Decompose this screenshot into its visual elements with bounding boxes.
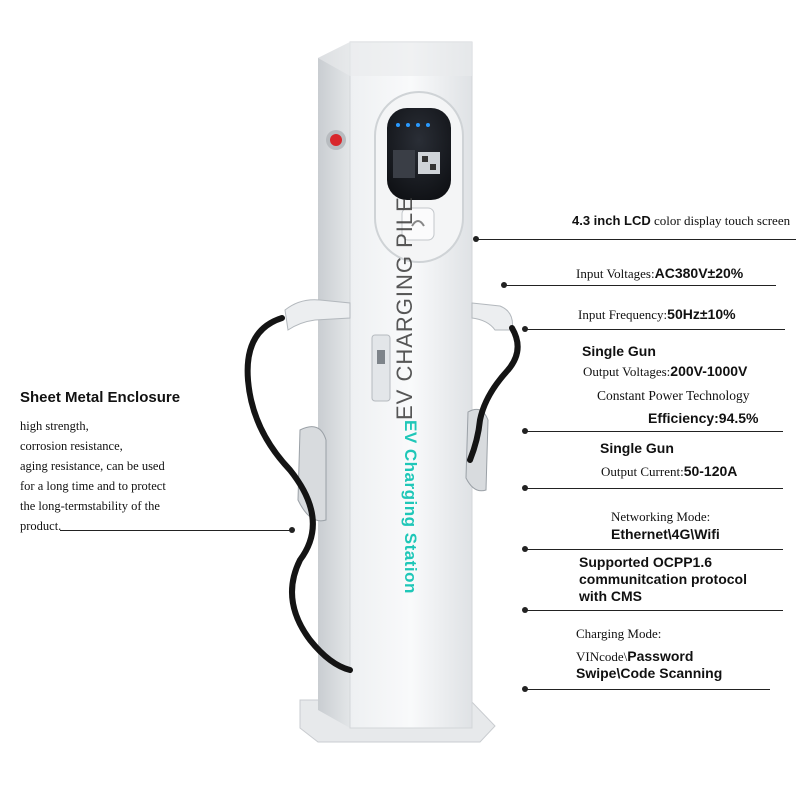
spec-ocpp-line: with CMS — [579, 588, 642, 604]
spec-input-frequency-value: 50Hz±10% — [667, 306, 736, 322]
callout-line — [525, 431, 783, 432]
right-cable — [467, 325, 521, 463]
callout-line — [525, 610, 783, 611]
left-desc-line: corrosion resistance, — [20, 439, 123, 453]
spec-mode-line1: VINcode\Password — [576, 648, 693, 665]
left-desc-line: product. — [20, 519, 62, 533]
spec-constant-power: Constant Power Technology — [597, 388, 750, 403]
left-desc-line: the long-termstability of the — [20, 499, 160, 513]
spec-efficiency: Efficiency:94.5% — [648, 410, 759, 426]
spec-input-frequency-label: Input Frequency: — [578, 307, 668, 322]
top-cap — [318, 42, 472, 76]
spec-gun2-value: 50-120A — [683, 463, 738, 479]
spec-lcd: 4.3 inch LCD color display touch screen — [572, 213, 790, 229]
spec-mode-line2: Swipe\Code Scanning — [576, 665, 723, 681]
spec-mode-vin: VINcode\ — [576, 649, 628, 664]
left-charging-gun — [284, 299, 351, 331]
callout-line — [504, 285, 776, 286]
right-charging-gun — [471, 302, 513, 331]
spec-input-frequency: Input Frequency:50Hz±10% — [578, 306, 736, 323]
callout-line — [525, 329, 785, 330]
callout-line — [525, 549, 783, 550]
spec-network-value: Ethernet\4G\Wifi — [611, 526, 720, 542]
spec-lcd-rest: color display touch screen — [650, 213, 791, 228]
left-cable — [244, 315, 353, 673]
spec-network-label: Networking Mode: — [611, 509, 711, 524]
spec-gun1-value: 200V-1000V — [670, 363, 748, 379]
brand-mark: EV CHARGING PILE — [392, 196, 417, 420]
right-holster — [465, 408, 489, 492]
spec-ocpp: Supported OCPP1.6 communitcation protoco… — [579, 554, 747, 605]
spec-ocpp-line: communitcation protocol — [579, 571, 747, 587]
spec-input-voltage-label: Input Voltages: — [576, 266, 655, 281]
left-title: Sheet Metal Enclosure — [20, 389, 181, 406]
spec-mode-label: Charging Mode: — [576, 626, 662, 641]
spec-gun1-output: Output Voltages:200V-1000V — [583, 363, 747, 380]
handle-slot — [371, 334, 391, 402]
left-callout-line — [60, 530, 292, 531]
callout-line — [476, 239, 796, 240]
brand-line: EV Charging Station — [401, 420, 420, 594]
spec-gun2-title: Single Gun — [600, 440, 674, 456]
spec-gun2-output: Output Current:50-120A — [601, 463, 737, 480]
qr-code-icon — [418, 152, 440, 174]
left-description: high strength, corrosion resistance, agi… — [20, 416, 166, 536]
spec-ocpp-line: Supported OCPP1.6 — [579, 554, 713, 570]
card-reader-icon — [401, 207, 435, 241]
side-panel — [318, 42, 350, 728]
spec-gun1-label: Output Voltages: — [583, 364, 671, 379]
left-callout-dot — [289, 527, 295, 533]
left-desc-line: high strength, — [20, 419, 89, 433]
spec-input-voltage: Input Voltages:AC380V±20% — [576, 265, 743, 282]
spec-lcd-bold: 4.3 inch LCD — [572, 213, 651, 228]
left-desc-line: for a long time and to protect — [20, 479, 166, 493]
left-desc-line: aging resistance, can be used — [20, 459, 165, 473]
spec-gun1-title: Single Gun — [582, 343, 656, 359]
spec-gun2-label: Output Current: — [601, 464, 684, 479]
spec-input-voltage-value: AC380V±20% — [654, 265, 744, 281]
spec-mode-password: Password — [627, 648, 694, 664]
callout-line — [525, 488, 783, 489]
callout-line — [525, 689, 770, 690]
